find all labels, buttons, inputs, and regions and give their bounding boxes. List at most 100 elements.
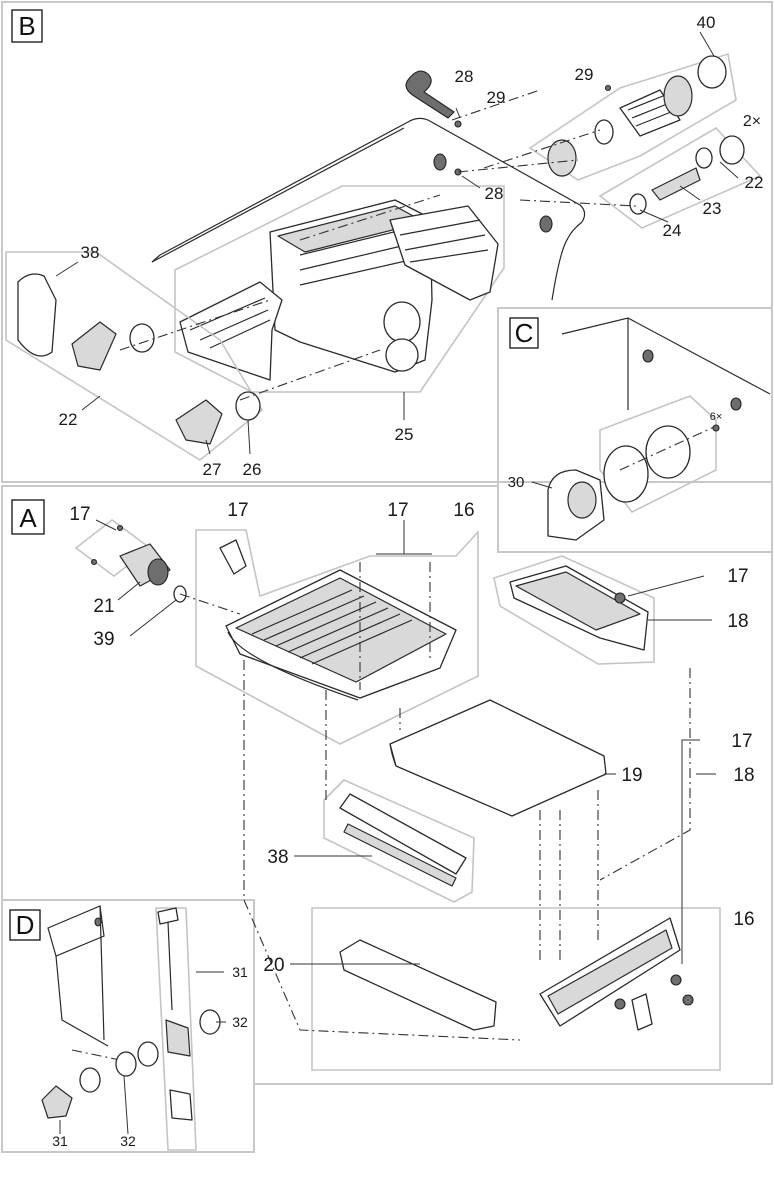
- clip-17-bottom: [631, 993, 653, 1031]
- housing-tank-outline: [151, 117, 586, 301]
- spring-clip-28: [405, 70, 455, 119]
- group-22-left: [5, 251, 264, 461]
- group-16-top-bracket: [195, 529, 479, 745]
- label-c-30: 30: [508, 474, 525, 491]
- hose-clamp-22: [719, 135, 745, 165]
- panel-d-badge: [9, 909, 41, 941]
- flange-plate: [645, 425, 691, 479]
- o-ring-26: [235, 391, 261, 421]
- label-a-20: 20: [263, 955, 284, 976]
- label-b-24: 24: [663, 221, 682, 240]
- panel-c: C: [497, 307, 773, 553]
- label-a-21: 21: [93, 596, 114, 617]
- rail-38: [339, 793, 467, 875]
- nut-17-right: [614, 592, 626, 604]
- label-a-16-bottom: 16: [733, 909, 754, 930]
- label-b-29-top: 29: [487, 88, 506, 107]
- label-a-16-top: 16: [453, 500, 474, 521]
- grid-insert-right: [389, 205, 499, 301]
- group-25: [174, 185, 505, 393]
- panel-d-art: [41, 905, 226, 1151]
- group-22-right-bracket: [598, 126, 762, 229]
- nut-18-bottom: [682, 994, 694, 1006]
- label-c-6x: 6×: [710, 411, 723, 423]
- label-b-26: 26: [243, 460, 262, 479]
- label-a-39: 39: [93, 629, 114, 650]
- group-18-top: [493, 555, 655, 665]
- label-a-17-mid: 17: [227, 500, 248, 521]
- label-b-27: 27: [203, 460, 222, 479]
- group-22-left-bracket: [5, 251, 264, 461]
- panel-b-badge: [11, 9, 43, 43]
- label-b-2x: 2×: [743, 113, 761, 130]
- plug-31: [41, 1085, 73, 1119]
- uv-plate-31: [165, 1019, 191, 1057]
- group-22-right: [598, 126, 762, 229]
- panel-c-letter: C: [515, 318, 534, 348]
- label-d-32-bottom: 32: [120, 1133, 136, 1149]
- group-18-top-bracket: [493, 555, 655, 665]
- label-a-17-bottom: 17: [731, 731, 752, 752]
- group-40: [528, 52, 737, 181]
- label-a-17-right: 17: [727, 566, 748, 587]
- hose-clamp-40: [697, 55, 727, 89]
- screw-29-right: [604, 84, 612, 92]
- clip-17-top: [219, 539, 247, 575]
- seal-ring: [603, 445, 649, 503]
- group-16-bottom-bracket: [311, 907, 721, 1071]
- label-b-23: 23: [703, 199, 722, 218]
- outlet-adapter: [71, 321, 117, 371]
- group-25-bracket: [174, 185, 505, 393]
- label-b-38: 38: [81, 243, 100, 262]
- label-b-22-right: 22: [745, 173, 764, 192]
- frame-bar-20: [339, 939, 497, 1031]
- panel-a-leaders: [95, 519, 716, 965]
- screw-6x: [712, 424, 720, 432]
- outlet-cover-38: [17, 273, 57, 357]
- panel-b: B: [1, 1, 773, 483]
- panel-a-badge: [11, 499, 45, 535]
- label-a-17-center: 17: [387, 500, 408, 521]
- panel-a-frame: [1, 485, 773, 1085]
- panel-b-leaders: [55, 31, 739, 455]
- panel-c-art: [531, 317, 771, 541]
- hose-tail-23: [651, 167, 701, 201]
- label-a-17-left: 17: [69, 504, 90, 525]
- label-a-19: 19: [621, 765, 642, 786]
- gasket-plate-group: [599, 395, 717, 514]
- panel-b-frame: [1, 1, 773, 483]
- label-d-31-right: 31: [232, 964, 248, 980]
- label-b-25: 25: [395, 425, 414, 444]
- label-b-29-right: 29: [575, 65, 594, 84]
- outlet-adapter-27: [175, 399, 223, 445]
- bulkhead-fitting: [547, 139, 577, 177]
- label-d-31-bottom: 31: [52, 1133, 68, 1149]
- label-a-38: 38: [267, 847, 288, 868]
- label-a-18-top: 18: [727, 611, 748, 632]
- screw-29-top: [454, 120, 462, 128]
- panel-c-frame: [497, 307, 773, 553]
- label-b-40: 40: [697, 13, 716, 32]
- panel-c-badge: [509, 317, 539, 349]
- grid-insert-left: [179, 281, 283, 381]
- label-a-18-bottom: 18: [733, 765, 754, 786]
- group-38: [323, 779, 475, 903]
- panel-b-dash-lines: [119, 89, 637, 401]
- panel-d: D: [1, 899, 255, 1153]
- group-16-top: [195, 529, 479, 745]
- group-38-bracket: [323, 779, 475, 903]
- label-b-22-left: 22: [59, 410, 78, 429]
- label-b-28-mid: 28: [485, 184, 504, 203]
- panel-a: A: [1, 485, 773, 1085]
- panel-a-dash-lines: [179, 562, 691, 1041]
- label-b-28-top: 28: [455, 67, 474, 86]
- foam-pad-19: [389, 699, 607, 817]
- panel-d-frame: [1, 899, 255, 1153]
- panel-d-letter: D: [16, 910, 35, 940]
- label-d-32-right: 32: [232, 1014, 248, 1030]
- o-ring-24: [629, 193, 647, 215]
- panel-a-letter: A: [19, 503, 37, 533]
- group-40-bracket: [528, 52, 737, 181]
- group-16-bottom: [311, 907, 721, 1071]
